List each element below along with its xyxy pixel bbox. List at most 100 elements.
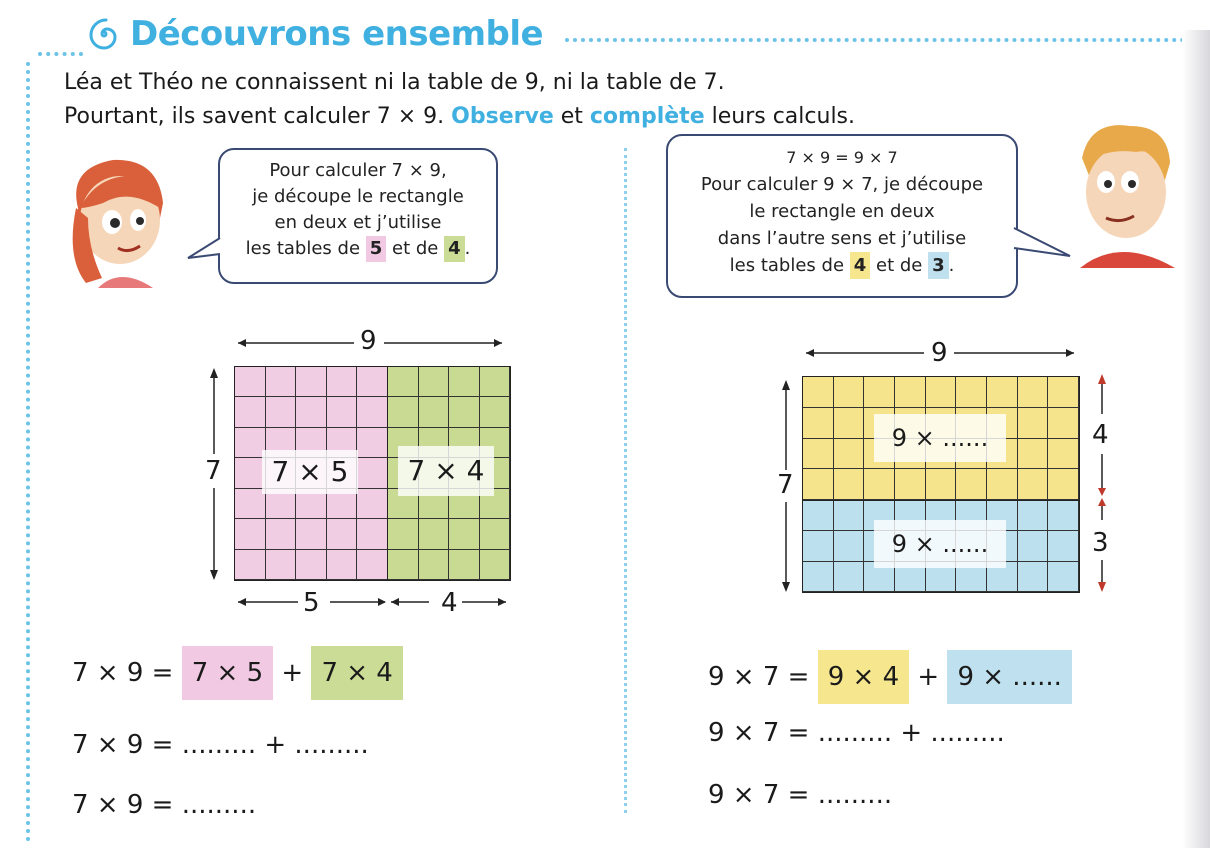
grid-cell <box>864 561 895 592</box>
grid-cell <box>864 469 895 500</box>
right-eq1-box-9xblank[interactable]: 9 × ...... <box>947 650 1072 704</box>
grid-cell <box>235 519 266 550</box>
grid-cell <box>296 519 327 550</box>
grid-cell <box>925 561 957 592</box>
grid-cell <box>986 561 1018 592</box>
girl-avatar <box>58 148 178 288</box>
left-grid-side-arrow <box>204 366 224 582</box>
grid-cell <box>833 501 865 532</box>
intro-line-2: Pourtant, ils savent calculer 7 × 9. Obs… <box>64 100 1164 134</box>
grid-cell <box>803 407 834 439</box>
left-eq1-plus: + <box>273 658 312 688</box>
grid-cell <box>925 377 957 408</box>
grid-cell <box>357 427 388 459</box>
right-eq1-box-9x4: 9 × 4 <box>817 650 910 704</box>
grid-cell <box>449 488 480 520</box>
grid-cell <box>864 377 895 408</box>
grid-cell <box>894 561 926 592</box>
grid-cell <box>388 488 419 520</box>
grid-cell <box>357 549 388 580</box>
grid-cell <box>479 397 510 428</box>
grid-cell <box>1048 469 1079 500</box>
grid-cell <box>833 438 865 470</box>
grid-cell <box>265 488 297 520</box>
table-5-badge: 5 <box>365 236 387 262</box>
left-grid-top-arrow <box>234 328 506 358</box>
grid-cell <box>833 561 865 592</box>
grid-cell <box>235 458 266 489</box>
grid-cell <box>235 549 266 580</box>
boy-avatar <box>1070 118 1180 268</box>
right-grid-label-bottom: 9 × ...... <box>874 520 1006 568</box>
grid-cell <box>357 397 388 428</box>
grid-cell <box>1017 561 1049 592</box>
grid-cell <box>326 367 358 398</box>
grid-cell <box>956 469 987 500</box>
grid-cell <box>265 397 297 428</box>
intro-text: Léa et Théo ne connaissent ni la table d… <box>64 66 1164 134</box>
theo-bubble-line-5-mid: et de <box>870 255 929 276</box>
section-title: Découvrons ensemble <box>130 14 544 54</box>
left-grid-width-label: 9 <box>360 326 377 356</box>
grid-cell <box>1048 561 1079 592</box>
lea-bubble-line-4-end: . <box>464 238 471 259</box>
right-grid-label-4: 4 <box>1092 420 1109 450</box>
grid-cell <box>925 469 957 500</box>
grid-cell <box>479 427 510 459</box>
grid-cell <box>956 377 987 408</box>
theo-speech-bubble: 7 × 9 = 9 × 7 Pour calculer 9 × 7, je dé… <box>666 134 1018 298</box>
grid-cell <box>449 397 480 428</box>
grid-cell <box>1017 531 1049 562</box>
top-dotted-border <box>565 38 1185 42</box>
grid-cell <box>388 397 419 428</box>
left-equation-3[interactable]: 7 × 9 = ......... <box>72 790 257 820</box>
grid-cell <box>357 488 388 520</box>
grid-cell <box>1048 501 1079 532</box>
right-grid-height-label: 7 <box>777 470 794 500</box>
grid-cell <box>235 397 266 428</box>
lea-bubble-line-1: Pour calculer 7 × 9, <box>269 160 447 181</box>
lea-bubble-line-3: en deux et j’utilise <box>274 212 442 233</box>
left-grid-bottom-5: 5 <box>303 588 320 618</box>
theo-bubble-line-1: 7 × 9 = 9 × 7 <box>786 148 898 167</box>
right-page-edge <box>1182 30 1210 848</box>
grid-cell <box>296 488 327 520</box>
grid-cell <box>803 377 834 408</box>
intro-line-2-end: leurs calculs. <box>704 104 856 129</box>
grid-cell <box>418 519 449 550</box>
left-grid-label-7x5: 7 × 5 <box>262 450 358 494</box>
grid-cell <box>479 488 510 520</box>
table-3-badge: 3 <box>928 252 949 279</box>
right-eq1-prefix: 9 × 7 = <box>708 662 818 692</box>
grid-cell <box>803 438 834 470</box>
left-grid-height-label: 7 <box>205 456 222 486</box>
theo-bubble-line-2: Pour calculer 9 × 7, je découpe <box>700 174 984 195</box>
right-grid-top-arrow <box>802 340 1078 366</box>
grid-cell <box>479 458 510 489</box>
grid-cell <box>956 561 987 592</box>
left-eq1-box-7x4: 7 × 4 <box>311 646 403 700</box>
grid-cell <box>296 397 327 428</box>
grid-cell <box>449 549 480 580</box>
lea-bubble-line-2: je découpe le rectangle <box>252 186 464 207</box>
lea-bubble-line-4-mid: et de <box>386 238 445 259</box>
right-equation-1[interactable]: 9 × 7 = 9 × 4 + 9 × ...... <box>708 650 1072 704</box>
top-left-dotted-border <box>38 52 83 56</box>
intro-line-1: Léa et Théo ne connaissent ni la table d… <box>64 70 725 95</box>
right-equation-3[interactable]: 9 × 7 = ......... <box>708 780 893 810</box>
right-grid-width-label: 9 <box>931 338 948 368</box>
grid-cell <box>388 519 419 550</box>
grid-cell <box>479 549 510 580</box>
grid-cell <box>803 469 834 500</box>
grid-cell <box>803 561 834 592</box>
grid-cell <box>986 377 1018 408</box>
left-grid-bottom-arrows <box>234 590 510 616</box>
lea-speech-bubble: Pour calculer 7 × 9, je découpe le recta… <box>218 148 498 284</box>
left-equation-2[interactable]: 7 × 9 = ......... + ......... <box>72 730 369 760</box>
right-equation-2[interactable]: 9 × 7 = ......... + ......... <box>708 718 1005 748</box>
theo-bubble-tail <box>1013 227 1071 257</box>
grid-cell <box>1048 407 1079 439</box>
center-dotted-divider <box>624 148 627 813</box>
grid-cell <box>326 519 358 550</box>
grid-cell <box>449 367 480 398</box>
